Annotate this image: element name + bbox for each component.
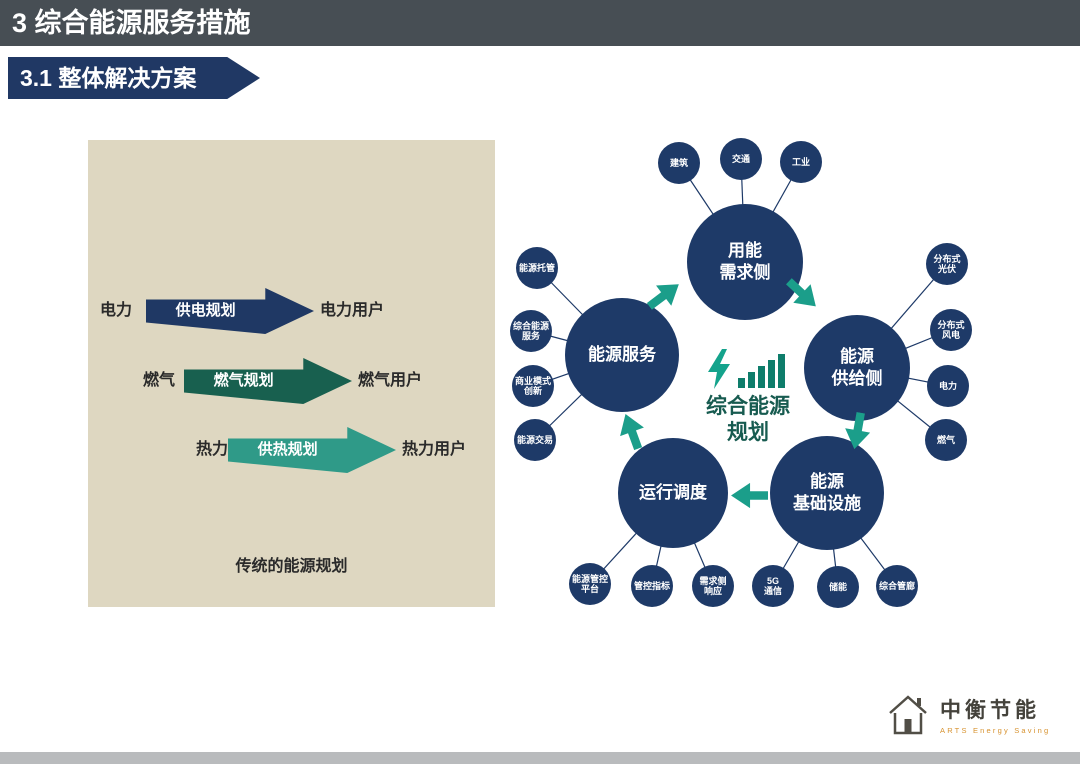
satellite-electricity-label: 电力	[938, 380, 957, 391]
satellite-demand-response: 需求侧 响应	[692, 565, 734, 607]
cycle-arrow-dispatch-to-service	[612, 407, 656, 454]
traditional-planning-panel: 电力 供电规划 电力用户 燃气 燃气规划 燃气用户 热力 供热规划 热力用户 传…	[88, 140, 495, 607]
satellite-demand-response-label: 需求侧 响应	[699, 575, 727, 596]
satellite-5g-label: 5G 通信	[763, 575, 782, 596]
satellite-utility-tunnel-label: 综合管廊	[878, 580, 915, 591]
section-badge: 3.1 整体解决方案	[8, 57, 260, 99]
diagram-center-title: 综合能源 规划	[706, 395, 790, 445]
cycle-arrow-service-to-demand	[641, 272, 691, 321]
node-demand-side: 用能 需求侧	[687, 204, 803, 320]
plan-label-electricity: 供电规划	[175, 302, 236, 319]
logo-subtitle: ARTS Energy Saving	[940, 725, 1051, 735]
plan-arrow-heat: 供热规划	[228, 427, 396, 473]
node-energy-service-label: 能源服务	[588, 344, 656, 364]
cycle-arrow-supply-to-infra	[835, 409, 874, 452]
cycle-arrow-demand-to-supply	[776, 271, 826, 321]
node-dispatch-label: 运行调度	[639, 482, 707, 502]
logo-text: 中衡节能 ARTS Energy Saving	[940, 694, 1050, 735]
node-supply-side-label: 能源 供给侧	[831, 346, 883, 388]
plan-label-gas: 燃气规划	[213, 372, 274, 389]
node-dispatch: 运行调度	[618, 438, 728, 548]
node-energy-service: 能源服务	[565, 298, 679, 412]
traditional-planning-caption: 传统的能源规划	[235, 558, 348, 575]
user-label-heat: 热力用户	[402, 441, 467, 458]
node-infrastructure-label: 能源 基础设施	[793, 471, 861, 513]
satellite-integrated-service-label: 综合能源 服务	[512, 320, 549, 341]
logo-name: 中衡节能	[940, 698, 1040, 722]
source-label-heat: 热力	[196, 441, 229, 458]
node-infrastructure: 能源 基础设施	[770, 436, 884, 550]
cycle-arrow-infra-to-dispatch	[730, 477, 768, 510]
source-label-electricity: 电力	[100, 302, 133, 319]
user-label-electricity: 电力用户	[320, 302, 385, 319]
bottom-strip	[0, 752, 1080, 764]
satellite-transport-label: 交通	[731, 153, 750, 164]
satellite-business-model-label: 商业模式 创新	[514, 375, 551, 396]
satellite-storage-label: 储能	[828, 581, 847, 592]
satellite-energy-trading: 能源交易	[514, 419, 556, 461]
satellite-control-kpi-label: 管控指标	[633, 580, 670, 591]
user-label-gas: 燃气用户	[358, 372, 423, 389]
center-icons	[708, 348, 788, 395]
satellite-control-kpi: 管控指标	[631, 565, 673, 607]
page-title: 3 综合能源服务措施	[12, 8, 251, 38]
satellite-energy-hosting: 能源托管	[516, 247, 558, 289]
satellite-5g: 5G 通信	[752, 565, 794, 607]
bar-chart-icon	[738, 354, 785, 388]
satellite-industry: 工业	[780, 141, 822, 183]
satellite-gas: 燃气	[925, 419, 967, 461]
satellite-control-platform: 能源管控 平台	[569, 563, 611, 605]
header-bar: 3 综合能源服务措施	[0, 0, 1080, 46]
node-supply-side: 能源 供给侧	[804, 315, 910, 421]
satellite-energy-trading-label: 能源交易	[516, 434, 553, 445]
satellite-control-platform-label: 能源管控 平台	[571, 573, 608, 594]
satellite-business-model: 商业模式 创新	[512, 365, 554, 407]
satellite-distributed-pv: 分布式 光伏	[926, 243, 968, 285]
node-demand-side-label: 用能 需求侧	[719, 240, 771, 282]
satellite-distributed-wind-label: 分布式 风电	[937, 319, 965, 340]
satellite-distributed-pv-label: 分布式 光伏	[933, 253, 961, 274]
company-logo: 中衡节能 ARTS Energy Saving	[886, 692, 1050, 736]
satellite-electricity: 电力	[927, 365, 969, 407]
source-label-gas: 燃气	[143, 372, 176, 389]
satellite-building-label: 建筑	[669, 157, 688, 168]
satellite-transport: 交通	[720, 138, 762, 180]
plan-arrow-electricity: 供电规划	[146, 288, 314, 334]
section-badge-label: 3.1 整体解决方案	[20, 65, 197, 91]
satellite-integrated-service: 综合能源 服务	[510, 310, 552, 352]
satellite-distributed-wind: 分布式 风电	[930, 309, 972, 351]
satellite-utility-tunnel: 综合管廊	[876, 565, 918, 607]
plan-arrow-gas: 燃气规划	[184, 358, 352, 404]
satellite-building: 建筑	[658, 142, 700, 184]
satellite-storage: 储能	[817, 566, 859, 608]
plan-label-heat: 供热规划	[257, 441, 318, 458]
satellite-gas-label: 燃气	[936, 434, 955, 445]
house-logo-icon	[886, 692, 930, 736]
lightning-icon	[708, 349, 730, 389]
satellite-energy-hosting-label: 能源托管	[518, 262, 555, 273]
satellite-industry-label: 工业	[791, 156, 810, 167]
